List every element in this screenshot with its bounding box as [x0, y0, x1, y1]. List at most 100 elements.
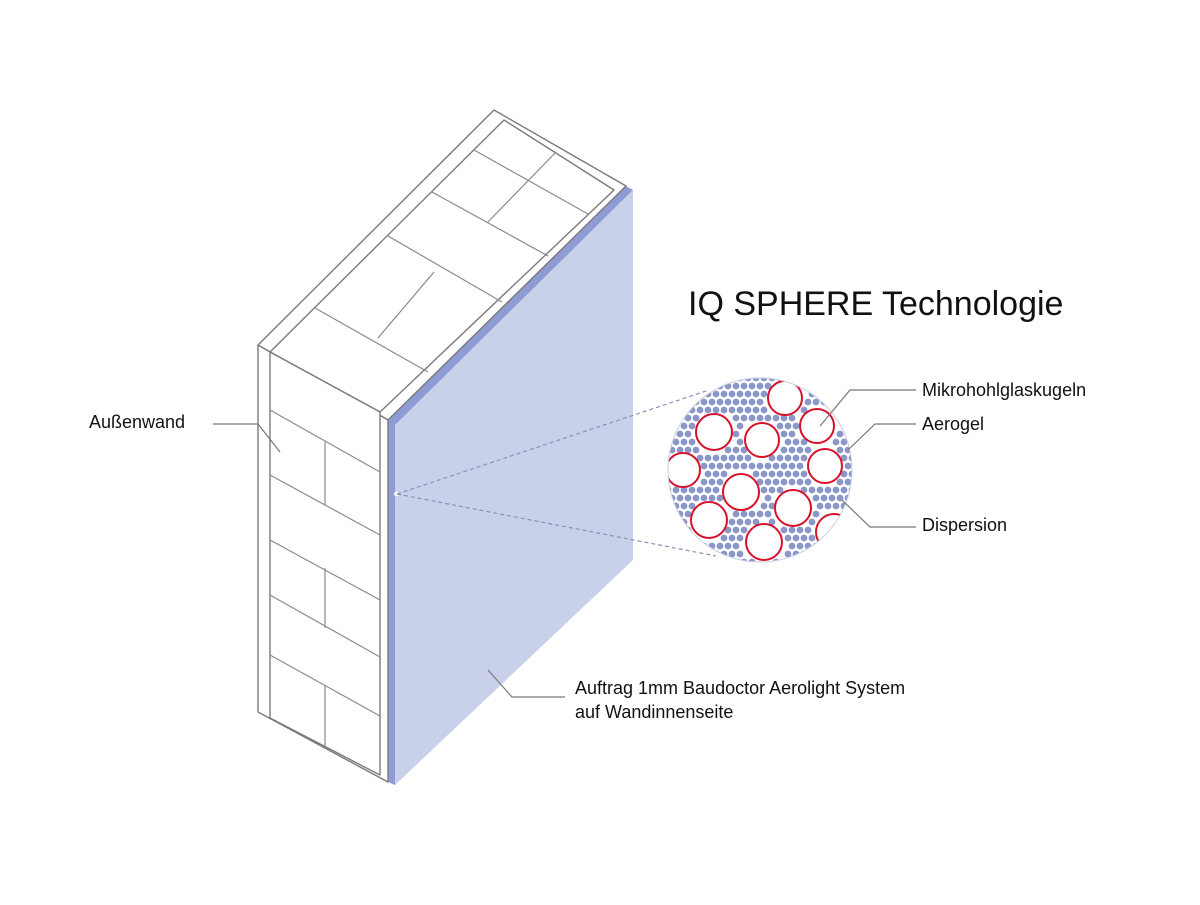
aerogel-dot [788, 478, 796, 486]
magnified-outline [667, 377, 853, 563]
label-dispersion: Dispersion [922, 515, 1008, 535]
aerogel-dot [748, 382, 756, 390]
microsphere [690, 501, 728, 539]
aerogel-dot [720, 534, 728, 542]
aerogel-dot [788, 526, 796, 534]
microsphere [722, 473, 760, 511]
aerogel-dot [796, 462, 804, 470]
leader-dispersion [841, 499, 916, 528]
coating-layer [395, 190, 633, 785]
aerogel-dot [716, 494, 724, 502]
aerogel-dot [824, 502, 832, 510]
aerogel-dot [840, 470, 848, 478]
aerogel-dot [716, 542, 724, 550]
aerogel-dot [772, 462, 780, 470]
aerogel-dot [716, 478, 724, 486]
aerogel-dot [724, 398, 732, 406]
aerogel-dot [716, 462, 724, 470]
aerogel-dot [764, 382, 772, 390]
aerogel-dot [800, 438, 808, 446]
aerogel-dot [672, 438, 680, 446]
aerogel-dot [832, 438, 840, 446]
aerogel-dot [732, 446, 740, 454]
aerogel-dot [744, 406, 752, 414]
aerogel-dot [704, 486, 712, 494]
aerogel-dot [688, 502, 696, 510]
aerogel-dot [796, 446, 804, 454]
aerogel-dot [768, 502, 776, 510]
aerogel-dot [724, 542, 732, 550]
label-coating-line1: Auftrag 1mm Baudoctor Aerolight System [575, 678, 906, 698]
aerogel-dot [736, 534, 744, 542]
aerogel-dot [768, 454, 776, 462]
aerogel-dot [692, 494, 700, 502]
aerogel-dot [840, 454, 848, 462]
aerogel-dot [712, 390, 720, 398]
aerogel-dot [736, 438, 744, 446]
aerogel-dot [844, 462, 852, 470]
aerogel-dot [804, 398, 812, 406]
aerogel-dot [816, 486, 824, 494]
aerogel-dot [792, 454, 800, 462]
aerogel-dot [720, 454, 728, 462]
aerogel-dot [708, 398, 716, 406]
aerogel-dot [760, 406, 768, 414]
aerogel-dot [748, 414, 756, 422]
aerogel-dot [800, 454, 808, 462]
aerogel-dot [744, 518, 752, 526]
aerogel-dot [720, 390, 728, 398]
aerogel-dot [724, 526, 732, 534]
label-coating-line2: auf Wandinnenseite [575, 702, 734, 722]
aerogel-dot [784, 438, 792, 446]
aerogel-dot [796, 526, 804, 534]
aerogel-dot [728, 390, 736, 398]
aerogel-dot [728, 518, 736, 526]
label-aerogel: Aerogel [922, 414, 985, 434]
aerogel-dot [800, 534, 808, 542]
magnified-view [667, 377, 853, 563]
aerogel-dot [732, 510, 740, 518]
aerogel-dot [840, 486, 848, 494]
aerogel-dot [752, 518, 760, 526]
aerogel-dot [692, 414, 700, 422]
aerogel-dot [780, 462, 788, 470]
aerogel-dot [768, 378, 776, 382]
aerogel-dot [712, 486, 720, 494]
microsphere [744, 422, 780, 458]
aerogel-dot [736, 550, 744, 558]
aerogel-dot [684, 510, 692, 518]
aerogel-dot [740, 526, 748, 534]
aerogel-dot [732, 382, 740, 390]
aerogel-dot [696, 486, 704, 494]
aerogel-dot [688, 438, 696, 446]
aerogel-dot [744, 454, 752, 462]
aerogel-dot [732, 526, 740, 534]
aerogel-dot [780, 526, 788, 534]
aerogel-dot [792, 534, 800, 542]
aerogel-dot [832, 486, 840, 494]
aerogel-dot [792, 470, 800, 478]
aerogel-dot [700, 494, 708, 502]
aerogel-dot [740, 558, 748, 562]
aerogel-dot [752, 470, 760, 478]
aerogel-dot [784, 470, 792, 478]
aerogel-dot [704, 406, 712, 414]
aerogel-dot [720, 470, 728, 478]
aerogel-dot [764, 414, 772, 422]
aerogel-dot [680, 502, 688, 510]
microsphere [799, 408, 835, 444]
aerogel-dot [676, 494, 684, 502]
aerogel-dot [764, 510, 772, 518]
aerogel-dot [788, 430, 796, 438]
aerogel-dot [736, 518, 744, 526]
aerogel-dot [848, 454, 852, 462]
aerogel-dot [756, 462, 764, 470]
aerogel-dot [780, 430, 788, 438]
aerogel-dot [688, 422, 696, 430]
wall-front-joints [269, 409, 381, 746]
aerogel-dot [708, 478, 716, 486]
aerogel-dot [764, 494, 772, 502]
aerogel-dot [768, 518, 776, 526]
microsphere [807, 448, 843, 484]
aerogel-dot [764, 462, 772, 470]
